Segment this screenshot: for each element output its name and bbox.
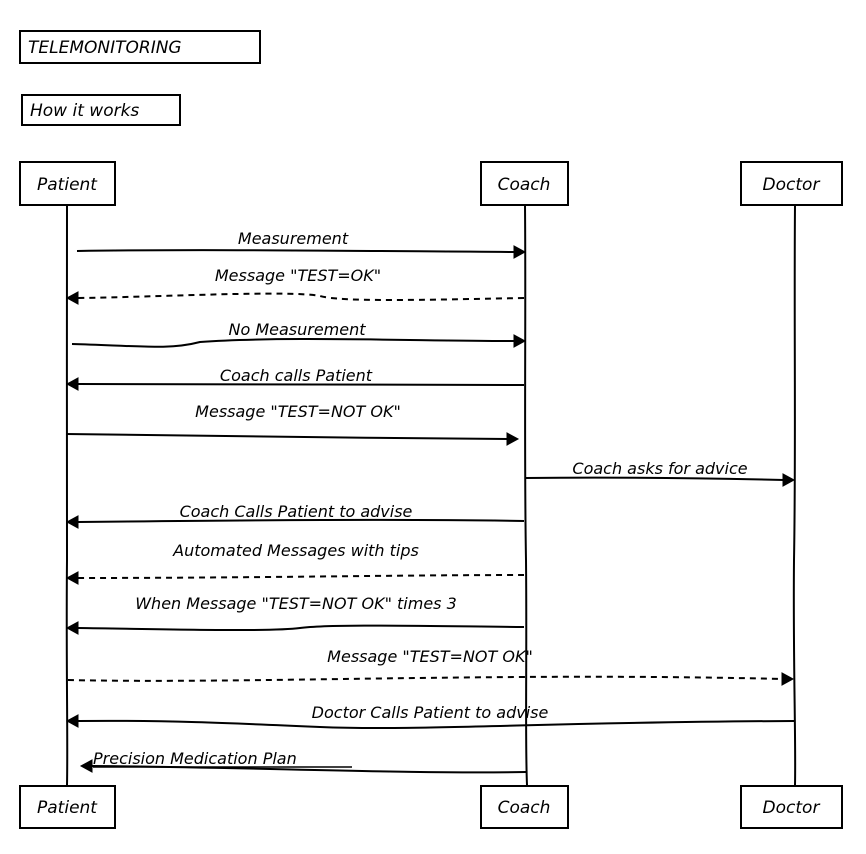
- participant-box: [19, 161, 116, 206]
- lifeline-coach: [524, 204, 528, 786]
- arrowhead: [513, 245, 527, 259]
- message-test-not-ok-doctor: Message "TEST=NOT OK": [67, 647, 795, 686]
- participant-top-patient: Patient: [19, 161, 116, 206]
- participant-label: Coach: [498, 798, 551, 818]
- message-arrow-line: [71, 338, 517, 348]
- message-label: Measurement: [238, 229, 349, 248]
- arrowhead: [65, 515, 79, 529]
- arrowhead: [65, 377, 79, 391]
- message-arrow-line: [77, 292, 525, 301]
- participant-label: Coach: [498, 175, 551, 195]
- message-label: Message "TEST=NOT OK": [195, 402, 401, 421]
- lifelines: [65, 204, 797, 786]
- participant-top-coach: Coach: [480, 161, 569, 206]
- participant-label: Doctor: [763, 175, 821, 195]
- participant-box: [480, 785, 569, 829]
- message-arrow-line: [77, 719, 795, 730]
- message-arrow-line: [67, 675, 783, 682]
- title-frame: [19, 30, 261, 64]
- message-test-ok: Message "TEST=OK": [65, 266, 525, 305]
- arrowhead: [65, 621, 79, 635]
- message-doctor-calls-advise: Doctor Calls Patient to advise: [65, 703, 795, 730]
- participant-box: [19, 785, 116, 829]
- arrowhead: [65, 571, 79, 585]
- participant-label: Doctor: [763, 798, 821, 818]
- participant-box: [740, 161, 843, 206]
- message-label: Precision Medication Plan: [93, 749, 297, 768]
- lifeline-patient: [65, 204, 69, 786]
- message-label: Coach Calls Patient to advise: [180, 502, 413, 521]
- arrowhead: [65, 714, 79, 728]
- message-coach-calls-advise: Coach Calls Patient to advise: [65, 502, 525, 529]
- message-arrow-line: [525, 476, 785, 481]
- participant-bottom-doctor: Doctor: [740, 785, 843, 829]
- participant-box: [480, 161, 569, 206]
- arrowhead: [506, 432, 520, 446]
- arrowhead: [782, 473, 796, 487]
- participant-bottom-coach: Coach: [480, 785, 569, 829]
- message-coach-calls-patient: Coach calls Patient: [65, 366, 525, 391]
- message-no-measurement: No Measurement: [71, 320, 527, 348]
- message-label: Coach calls Patient: [220, 366, 373, 385]
- message-automated-tips: Automated Messages with tips: [65, 541, 525, 585]
- arrowhead: [781, 672, 795, 686]
- participant-bottom-patient: Patient: [19, 785, 116, 829]
- message-measurement: Measurement: [76, 229, 527, 259]
- message-label: Automated Messages with tips: [172, 541, 419, 560]
- message-test-not-ok: Message "TEST=NOT OK": [65, 402, 520, 446]
- diagram-title: TELEMONITORING: [28, 38, 182, 58]
- lifeline-doctor: [792, 204, 797, 786]
- message-arrow-line: [76, 249, 517, 253]
- arrowhead: [65, 291, 79, 305]
- participant-top-doctor: Doctor: [740, 161, 843, 206]
- participant-label: Patient: [37, 175, 98, 195]
- message-precision-plan: Precision Medication Plan: [79, 749, 527, 774]
- message-label: Message "TEST=OK": [215, 266, 381, 285]
- arrowhead: [513, 334, 527, 348]
- participant-label: Patient: [37, 798, 98, 818]
- participant-box: [740, 785, 843, 829]
- subtitle-box: How it works: [21, 94, 181, 126]
- message-label: No Measurement: [228, 320, 366, 339]
- message-arrow-line: [77, 624, 525, 632]
- message-arrow-line: [65, 433, 509, 440]
- title-box: TELEMONITORING: [19, 30, 261, 64]
- subtitle-frame: [21, 94, 181, 126]
- diagram-subtitle: How it works: [30, 101, 139, 121]
- message-label: Message "TEST=NOT OK": [327, 647, 533, 666]
- message-label: When Message "TEST=NOT OK" times 3: [135, 594, 457, 613]
- arrowhead: [79, 759, 93, 773]
- message-not-ok-times-3: When Message "TEST=NOT OK" times 3: [65, 594, 525, 635]
- message-label: Coach asks for advice: [572, 459, 747, 478]
- message-arrow-line: [77, 383, 525, 386]
- message-label: Doctor Calls Patient to advise: [312, 703, 549, 722]
- message-coach-asks-advice: Coach asks for advice: [525, 459, 796, 487]
- message-arrow-line: [77, 518, 525, 523]
- message-arrow-line: [77, 574, 525, 579]
